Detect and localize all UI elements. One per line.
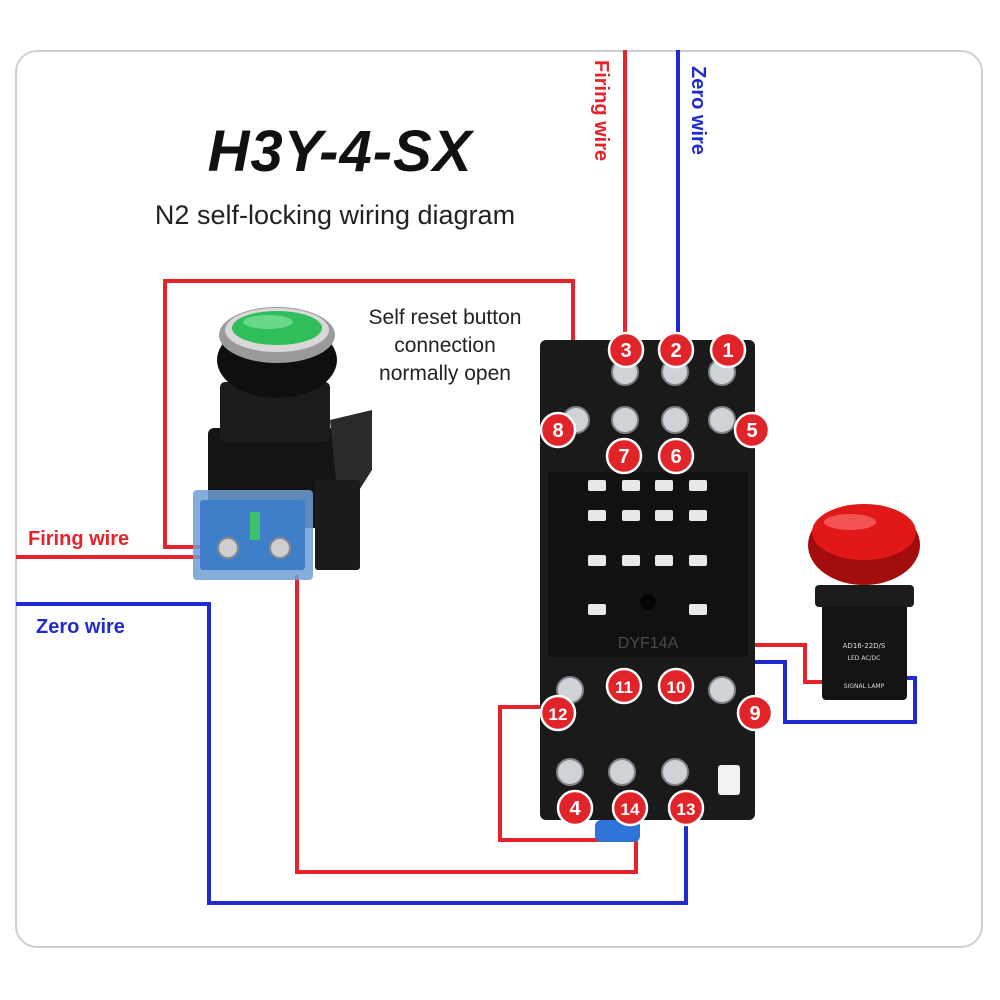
zero-wire-left (16, 602, 688, 905)
terminal-number: 6 (670, 446, 681, 468)
button-note-line: connection (394, 334, 496, 357)
terminal-number: 3 (620, 340, 631, 362)
terminal-badge-4: 4 (556, 789, 594, 827)
terminal-badge-3: 3 (607, 331, 645, 369)
terminal-badge-1: 1 (709, 331, 747, 369)
terminal-number: 7 (618, 446, 629, 468)
terminal-number: 13 (677, 800, 696, 819)
relay-base-marking: DYF14A (618, 635, 679, 652)
terminal-badge-10: 10 (657, 667, 695, 705)
firing-wire-label-left: Firing wire (28, 528, 130, 550)
terminal-number: 12 (549, 705, 568, 724)
terminal-badge-13: 13 (667, 789, 705, 827)
terminal-number: 14 (621, 800, 640, 819)
relay-base: DYF14A (540, 340, 755, 842)
terminal-number: 9 (749, 703, 760, 725)
diagram-subtitle: N2 self-locking wiring diagram (154, 200, 516, 230)
lamp-lens (812, 504, 916, 560)
terminal-number: 8 (552, 420, 563, 442)
page-title: H3Y-4-SX (207, 119, 473, 184)
terminal-number: 5 (746, 420, 757, 442)
button-note-line: normally open (379, 362, 511, 385)
terminal-badge-6: 6 (657, 437, 695, 475)
signal-lamp: AD16-22D/S LED AC/DC SIGNAL LAMP (808, 504, 920, 700)
firing-wire-label-top: Firing wire (590, 60, 612, 162)
wire-12-to-14 (498, 705, 603, 842)
push-button (193, 307, 372, 580)
terminal-badge-14: 14 (611, 789, 649, 827)
terminal-number: 4 (569, 798, 581, 820)
firing-wire-button-14 (295, 575, 638, 874)
svg-text:LED AC/DC: LED AC/DC (848, 655, 881, 662)
terminal-badge-5: 5 (733, 411, 771, 449)
terminal-number: 11 (615, 678, 633, 697)
terminal-badge-11: 11 (605, 667, 643, 705)
terminal-badge-12: 12 (539, 694, 577, 732)
terminal-badge-8: 8 (539, 411, 577, 449)
terminal-number: 2 (670, 340, 681, 362)
svg-text:AD16-22D/S: AD16-22D/S (843, 642, 886, 650)
svg-text:SIGNAL LAMP: SIGNAL LAMP (844, 683, 885, 690)
zero-wire-label-left: Zero wire (36, 616, 125, 638)
terminal-number: 1 (722, 340, 733, 362)
button-note: Self reset button connection normally op… (340, 304, 550, 388)
zero-wire-label-top: Zero wire (687, 66, 709, 155)
terminal-number: 10 (667, 678, 686, 697)
terminal-badge-9: 9 (736, 694, 774, 732)
terminal-badge-2: 2 (657, 331, 695, 369)
terminal-badge-7: 7 (605, 437, 643, 475)
button-note-line: Self reset button (368, 306, 522, 329)
